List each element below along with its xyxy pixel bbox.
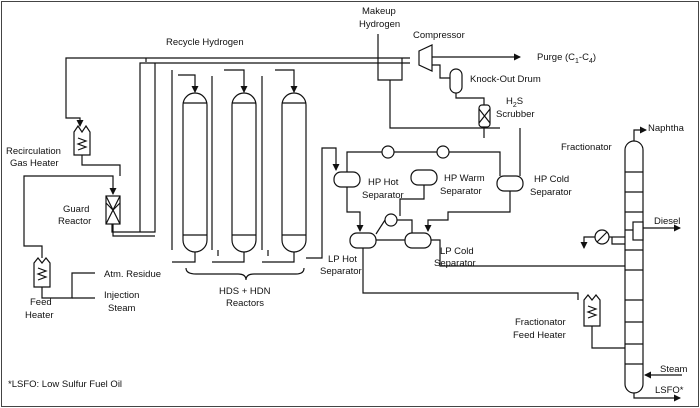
knock-out-drum-label: Knock-Out Drum xyxy=(470,74,541,85)
hp-warm-label-1: HP Warm xyxy=(444,173,485,184)
recirculation-label-2: Gas Heater xyxy=(10,158,59,169)
atm-residue-label: Atm. Residue xyxy=(104,269,161,280)
lp-cold-label-1: LP Cold xyxy=(440,246,474,257)
scrubber-label: Scrubber xyxy=(496,109,535,120)
compressor xyxy=(418,44,433,72)
makeup-hydrogen-label-1: Makeup xyxy=(362,6,396,17)
compressor-label: Compressor xyxy=(413,30,465,41)
injection-steam-label-1: Injection xyxy=(104,290,139,301)
diesel-label: Diesel xyxy=(654,216,680,227)
heat-exchanger-3 xyxy=(384,213,398,227)
piping xyxy=(23,34,682,402)
lp-cold-separator xyxy=(404,232,432,249)
footnote: *LSFO: Low Sulfur Fuel Oil xyxy=(8,379,122,390)
hp-warm-label-2: Separator xyxy=(440,186,482,197)
guard-label-1: Guard xyxy=(63,204,89,215)
reactor-3 xyxy=(281,92,307,253)
recycle-hydrogen-label: Recycle Hydrogen xyxy=(166,37,244,48)
fractionator-column xyxy=(624,140,644,394)
feed-heater-label-1: Feed xyxy=(30,297,52,308)
naphtha-label: Naphtha xyxy=(648,123,685,134)
hp-warm-separator xyxy=(410,169,438,186)
lsfo-label: LSFO* xyxy=(655,385,684,396)
reactor-1 xyxy=(182,92,208,253)
hds-hdn-reactors xyxy=(182,92,307,253)
fractionator-label: Fractionator xyxy=(561,142,612,153)
frac-feed-heater-label-2: Feed Heater xyxy=(513,330,566,341)
purge-label: Purge (C1-C4) xyxy=(537,52,596,65)
hp-cold-separator xyxy=(496,175,524,192)
guard-label-2: Reactor xyxy=(58,216,91,227)
hds-hdn-label-1: HDS + HDN xyxy=(219,286,271,297)
reactor-2 xyxy=(231,92,257,253)
heat-exchanger-1 xyxy=(381,145,395,159)
guard-reactor xyxy=(105,195,121,225)
recirculation-gas-heater xyxy=(73,124,91,156)
recirculation-label-1: Recirculation xyxy=(6,146,61,157)
feed-heater-label-2: Heater xyxy=(25,310,54,321)
hp-hot-separator xyxy=(333,171,361,188)
lp-cold-label-2: Separator xyxy=(434,258,476,269)
hp-hot-label-1: HP Hot xyxy=(368,177,399,188)
hp-hot-label-2: Separator xyxy=(362,190,404,201)
h2s-label: H2S xyxy=(506,96,523,109)
reactor-brace xyxy=(185,267,305,281)
hp-cold-label-1: HP Cold xyxy=(534,174,569,185)
injection-steam-label-2: Steam xyxy=(108,303,136,314)
knock-out-drum xyxy=(449,68,463,94)
h2s-scrubber xyxy=(478,104,491,128)
fractionator-feed-heater xyxy=(583,294,601,327)
hp-cold-label-2: Separator xyxy=(530,187,572,198)
hds-hdn-label-2: Reactors xyxy=(226,298,264,309)
lp-hot-separator xyxy=(349,232,377,249)
steam-label: Steam xyxy=(660,364,688,375)
lp-hot-label-1: LP Hot xyxy=(328,254,357,265)
lp-hot-label-2: Separator xyxy=(320,266,362,277)
feed-heater xyxy=(33,257,51,288)
makeup-hydrogen-label-2: Hydrogen xyxy=(359,19,400,30)
frac-feed-heater-label-1: Fractionator xyxy=(515,317,566,328)
heat-exchanger-2 xyxy=(436,145,450,159)
